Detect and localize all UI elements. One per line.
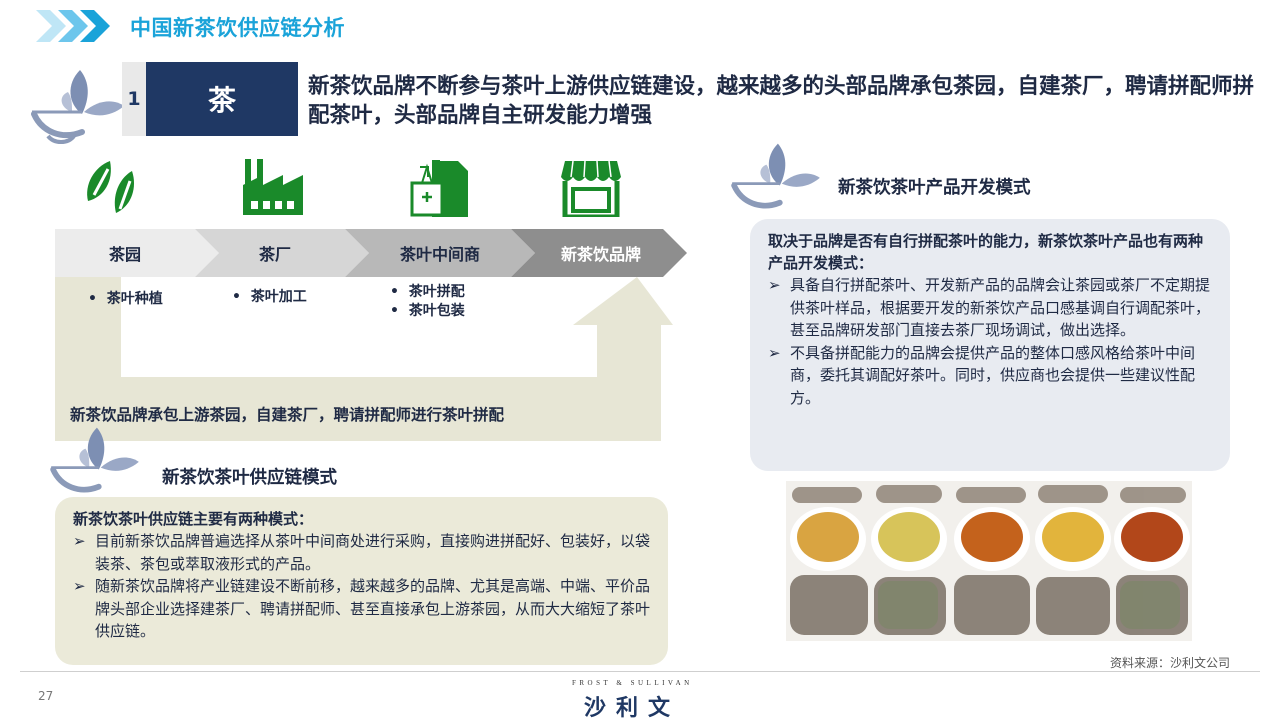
tea-leaf-icon	[87, 161, 135, 213]
tea-cup-logo-icon	[31, 70, 124, 144]
supply-chain-band	[55, 229, 687, 277]
chain-stage-tea-factory: 茶厂	[258, 245, 291, 264]
factory-icon	[243, 159, 303, 215]
list-item: ➢不具备拼配能力的品牌会提供产品的整体口感风格给茶叶中间商，委托其调配好茶叶。同…	[768, 343, 1196, 407]
section-label: 茶	[146, 62, 298, 136]
footer-divider	[20, 671, 1260, 672]
chain-stage-tea-garden: 茶园	[108, 245, 141, 264]
list-item: ➢目前新茶饮品牌普遍选择从茶叶中间商处进行采购，直接购进拼配好、包装好，以袋装茶…	[73, 532, 651, 573]
tea-bag-icon	[410, 160, 468, 217]
section-number: 1	[122, 62, 146, 136]
arrow-caption: 新茶饮品牌承包上游茶园，自建茶厂，聘请拼配师进行茶叶拼配	[70, 406, 505, 424]
backward-integration-arrow	[55, 277, 673, 441]
stage-bullet: • 茶叶拼配	[390, 284, 465, 300]
tea-cups-photo	[786, 481, 1192, 641]
supply-model-title: 新茶饮茶叶供应链模式	[162, 468, 337, 488]
stage-bullet: • 茶叶种植	[88, 291, 163, 307]
dev-model-lead: 取决于品牌是否有自行拼配茶叶的能力，新茶饮茶叶产品也有两种产品开发模式：	[768, 232, 1204, 272]
brand-wordmark-en: FROST & SULLIVAN	[572, 679, 693, 687]
header-chevrons-icon	[36, 10, 110, 42]
supply-model-panel: 新茶饮茶叶供应链主要有两种模式： ➢目前新茶饮品牌普遍选择从茶叶中间商处进行采购…	[55, 497, 668, 665]
source-note: 资料来源：沙利文公司	[1110, 656, 1231, 670]
dev-model-panel: 取决于品牌是否有自行拼配茶叶的能力，新茶饮茶叶产品也有两种产品开发模式： ➢具备…	[750, 219, 1230, 471]
tea-cup-logo-icon	[50, 427, 139, 493]
chain-stage-middleman: 茶叶中间商	[399, 245, 480, 264]
stage-bullet: • 茶叶加工	[232, 289, 307, 305]
stage-bullet: • 茶叶包装	[390, 303, 465, 319]
chain-stage-tea-brand: 新茶饮品牌	[560, 245, 641, 264]
storefront-icon	[561, 160, 621, 217]
list-item: ➢随新茶饮品牌将产业链建设不断前移，越来越多的品牌、尤其是高端、中端、平价品牌头…	[73, 577, 651, 640]
section-claim: 新茶饮品牌不断参与茶叶上游供应链建设，越来越多的头部品牌承包茶园，自建茶厂，聘请…	[308, 74, 1255, 128]
brand-logo: 沙利文	[584, 696, 681, 720]
tea-cup-logo-icon	[731, 143, 820, 209]
supply-model-lead: 新茶饮茶叶供应链主要有两种模式：	[73, 510, 314, 528]
page-number: 27	[38, 689, 54, 703]
page-title: 中国新茶饮供应链分析	[130, 16, 345, 40]
dev-model-title: 新茶饮茶叶产品开发模式	[838, 178, 1031, 198]
list-item: ➢具备自行拼配茶叶、开发新产品的品牌会让茶园或茶厂不定期提供茶叶样品，根据要开发…	[768, 276, 1211, 339]
